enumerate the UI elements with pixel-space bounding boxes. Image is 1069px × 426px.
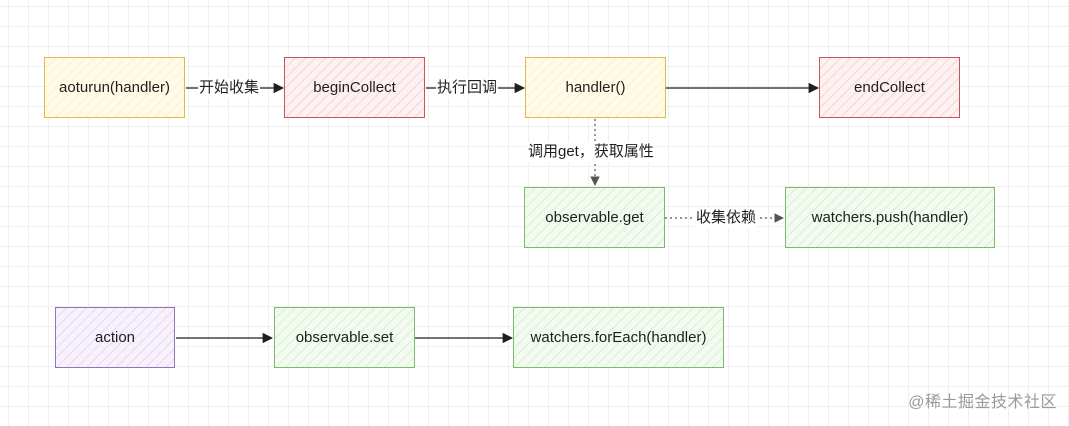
autorun-node[interactable]: aoturun(handler) <box>44 57 185 118</box>
watermark: @稀土掘金技术社区 <box>908 394 1057 411</box>
end-collect-node-label: endCollect <box>854 79 925 96</box>
observable-get-node-label: observable.get <box>545 209 644 226</box>
watchers-push-node-label: watchers.push(handler) <box>811 209 969 226</box>
observable-set-node[interactable]: observable.set <box>274 307 415 368</box>
edge-label-start-collect: 开始收集 <box>198 78 261 98</box>
action-node-label: action <box>94 329 136 346</box>
action-node[interactable]: action <box>55 307 175 368</box>
autorun-node-label: aoturun(handler) <box>59 79 170 96</box>
watchers-foreach-node[interactable]: watchers.forEach(handler) <box>513 307 724 368</box>
observable-set-node-label: observable.set <box>295 329 394 346</box>
handler-node-label: handler() <box>565 79 626 96</box>
begin-collect-node-label: beginCollect <box>313 79 396 96</box>
end-collect-node[interactable]: endCollect <box>819 57 960 118</box>
watchers-foreach-node-label: watchers.forEach(handler) <box>530 329 707 346</box>
edge-label-collect-deps: 收集依赖 <box>695 208 758 228</box>
edge-label-call-get: 调用get，获取属性 <box>527 142 655 162</box>
begin-collect-node[interactable]: beginCollect <box>284 57 425 118</box>
handler-node[interactable]: handler() <box>525 57 666 118</box>
observable-get-node[interactable]: observable.get <box>524 187 665 248</box>
edge-label-exec-callback: 执行回调 <box>436 78 499 98</box>
watchers-push-node[interactable]: watchers.push(handler) <box>785 187 995 248</box>
